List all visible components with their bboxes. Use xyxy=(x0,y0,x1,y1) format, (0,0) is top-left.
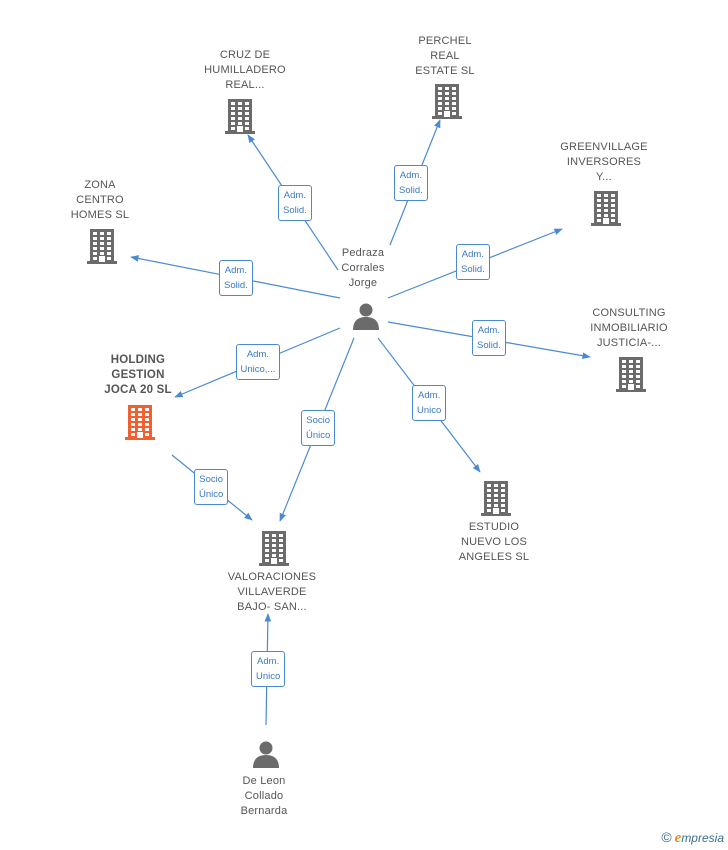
edge-label-line: Socio xyxy=(306,415,331,426)
edge-label-line: Socio xyxy=(199,474,224,485)
edge-label-line: Adm. xyxy=(283,190,306,201)
brand-initial: e xyxy=(674,830,682,846)
node-label-zona[interactable]: ZONA CENTRO HOMES SL xyxy=(55,178,145,223)
edge-label-line: Unico,... xyxy=(240,364,276,375)
edge-label-line: Adm. xyxy=(246,349,270,360)
node-label-line: ANGELES SL xyxy=(458,550,530,563)
node-label-line: NUEVO LOS xyxy=(461,535,527,548)
node-label-line: HOMES SL xyxy=(70,208,130,221)
node-label-line: Y... xyxy=(596,170,612,183)
node-label-line: HUMILLADERO xyxy=(204,63,286,76)
node-label-line: HOLDING xyxy=(110,353,166,366)
edge-label-pedraza-to-cruz[interactable]: Adm. Solid. xyxy=(278,185,312,221)
edge-label-line: Adm. xyxy=(418,390,441,401)
node-label-valoraciones[interactable]: VALORACIONES VILLAVERDE BAJO- SAN... xyxy=(212,570,332,615)
edge-label-deleon-to-valoraciones[interactable]: Adm. Unico xyxy=(251,651,286,687)
node-label-line: GESTION xyxy=(111,368,165,381)
node-label-line: PERCHEL xyxy=(418,34,472,47)
node-label-estudio[interactable]: ESTUDIO NUEVO LOS ANGELES SL xyxy=(444,520,544,565)
node-label-line: REAL xyxy=(430,49,460,62)
person-icon[interactable] xyxy=(251,739,281,774)
edge-label-line: Solid. xyxy=(399,185,423,196)
edge-label-line: Único xyxy=(199,489,224,500)
building-icon[interactable] xyxy=(481,480,511,521)
edge-label-line: Adm. xyxy=(224,265,247,276)
node-label-consulting[interactable]: CONSULTING INMOBILIARIO JUSTICIA-... xyxy=(574,306,684,351)
node-label-holding[interactable]: HOLDING GESTION JOCA 20 SL xyxy=(88,353,188,398)
node-label-line: ESTUDIO xyxy=(468,520,520,533)
node-label-line: CONSULTING xyxy=(592,306,666,319)
building-icon[interactable] xyxy=(591,190,621,231)
node-label-line: Collado xyxy=(244,789,284,802)
edge-label-line: Solid. xyxy=(477,340,501,351)
node-label-line: Jorge xyxy=(348,276,378,289)
edges-layer xyxy=(130,119,591,726)
node-label-line: ZONA xyxy=(84,178,116,191)
building-icon[interactable] xyxy=(432,83,462,124)
person-icon[interactable] xyxy=(351,301,381,336)
building-icon[interactable] xyxy=(616,356,646,397)
node-label-line: VALORACIONES xyxy=(227,570,317,583)
edge-label-line: Solid. xyxy=(224,280,248,291)
building-icon[interactable] xyxy=(225,98,255,139)
edge-label-line: Adm. xyxy=(461,249,484,260)
node-label-line: REAL... xyxy=(225,78,265,91)
node-label-perchel[interactable]: PERCHEL REAL ESTATE SL xyxy=(400,34,490,79)
edge-label-line: Solid. xyxy=(283,205,307,216)
edge-label-pedraza-to-consulting[interactable]: Adm. Solid. xyxy=(472,320,506,356)
copyright-symbol: © xyxy=(661,829,672,845)
edge-label-line: Único xyxy=(306,430,331,441)
node-label-line: Corrales xyxy=(341,261,385,274)
node-label-line: ESTATE SL xyxy=(415,64,475,77)
edge-label-line: Adm. xyxy=(399,170,422,181)
node-label-line: GREENVILLAGE xyxy=(560,140,648,153)
edge-label-pedraza-to-greenvillage[interactable]: Adm. Solid. xyxy=(456,244,490,280)
node-label-line: INMOBILIARIO xyxy=(590,321,668,334)
brand-name: mpresia xyxy=(681,831,724,845)
node-label-line: De Leon xyxy=(242,774,286,787)
node-label-line: BAJO- SAN... xyxy=(237,600,307,613)
building-icon[interactable] xyxy=(87,228,117,269)
brand-footer[interactable]: ©empresia xyxy=(661,829,724,847)
edge-label-line: Unico xyxy=(256,671,281,682)
node-label-line: CENTRO xyxy=(76,193,124,206)
node-label-line: Pedraza xyxy=(341,246,385,259)
edge-label-pedraza-to-holding[interactable]: Adm. Unico,... xyxy=(235,344,281,380)
edge-label-line: Unico xyxy=(417,405,442,416)
node-label-line: Bernarda xyxy=(240,804,288,817)
node-label-greenvillage[interactable]: GREENVILLAGE INVERSORES Y... xyxy=(549,140,659,185)
building-icon[interactable] xyxy=(259,530,289,571)
node-label-line: VILLAVERDE xyxy=(237,585,307,598)
edge-label-line: Adm. xyxy=(477,325,500,336)
node-label-line: JUSTICIA-... xyxy=(596,336,662,349)
node-label-line: INVERSORES xyxy=(566,155,642,168)
edge-label-pedraza-to-estudio[interactable]: Adm. Unico xyxy=(412,385,447,421)
edge-label-line: Adm. xyxy=(257,656,280,667)
edge-label-pedraza-to-zona[interactable]: Adm. Solid. xyxy=(219,260,253,296)
edge-label-pedraza-to-perchel[interactable]: Adm. Solid. xyxy=(394,165,428,201)
node-label-cruz[interactable]: CRUZ DE HUMILLADERO REAL... xyxy=(190,48,300,93)
edge-label-line: Solid. xyxy=(461,264,485,275)
node-label-line: CRUZ DE xyxy=(219,48,271,61)
node-label-line: JOCA 20 SL xyxy=(104,383,172,396)
building-icon[interactable] xyxy=(125,404,155,445)
